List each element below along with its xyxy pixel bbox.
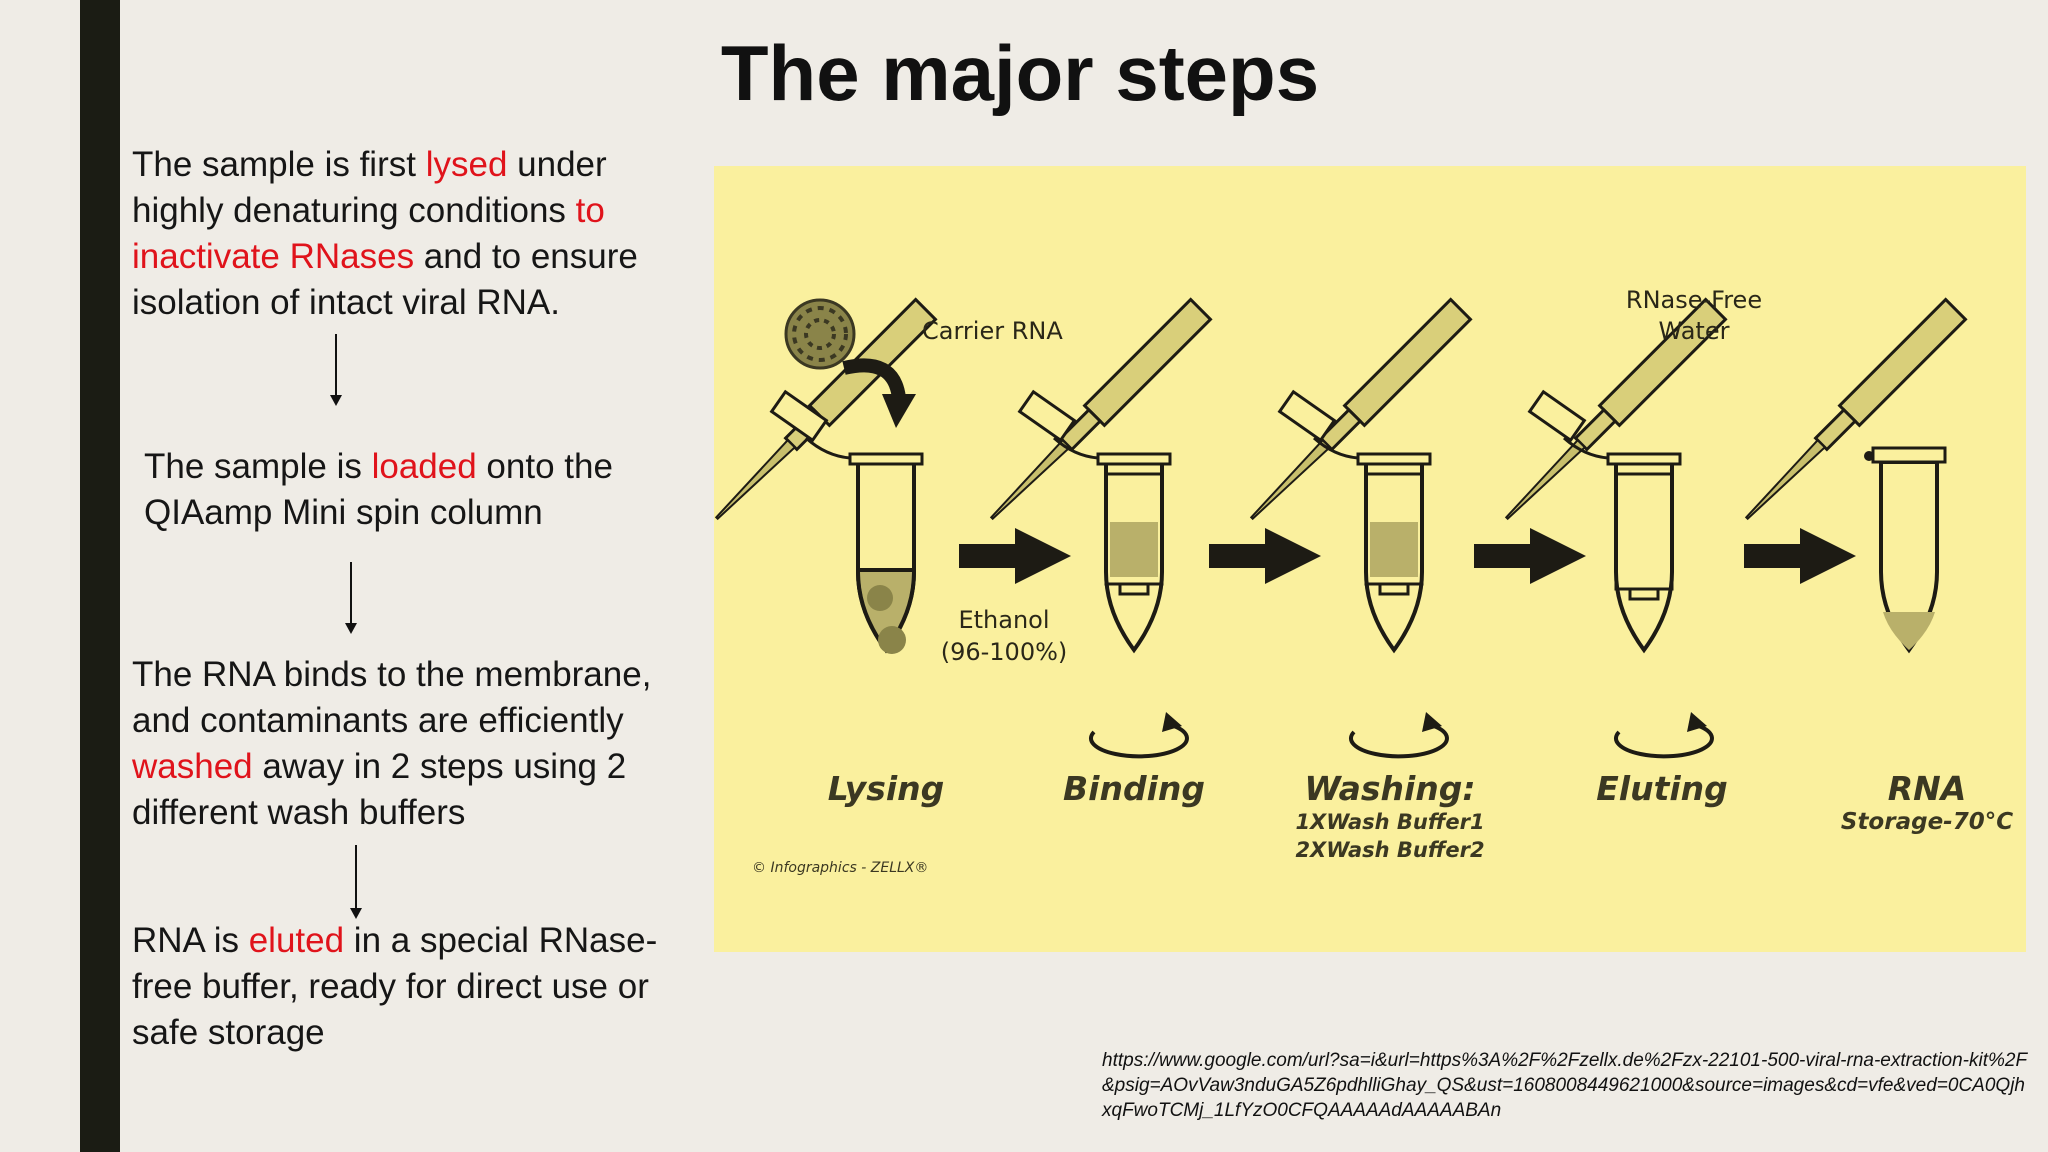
step-3-text: The RNA binds to the membrane, and conta… [132,652,692,836]
rna-extraction-infographic: Carrier RNA RNase-Free Water Ethanol (96… [705,166,2026,952]
step-2-text-part: onto the QIAamp Mini spin column [144,447,613,532]
binding-label: Binding [1063,769,1205,808]
water-label: Water [1659,317,1730,345]
step-2-text-part: The sample is [144,447,372,486]
spin-arrow-icon [1348,710,1449,759]
lysing-label: Lysing [828,769,945,808]
down-arrow [330,334,342,406]
storage-tube-icon [1864,446,1947,654]
step-3-keyword: washed [132,747,253,786]
process-arrow-icon [1744,528,1856,584]
step-4-keyword: eluted [248,921,345,960]
down-arrow [350,845,362,919]
rna-label: RNA [1888,769,1967,808]
rnase-free-label: RNase-Free [1626,286,1762,314]
washing-label: Washing: [1304,769,1475,808]
storage-label: Storage-70°C [1841,809,2013,835]
step-3-text-part: The RNA binds to the membrane, and conta… [132,655,652,740]
step-4-text: RNA is eluted in a special RNase-free bu… [132,918,692,1056]
step-1-text: The sample is first lysed under highly d… [132,142,692,326]
process-arrow-icon [1474,528,1586,584]
step-2-keyword: loaded [371,447,477,486]
step-4-text-part: in a special RNase-free buffer, ready fo… [132,921,658,1052]
wash-buffer-1-label: 1XWash Buffer1 [1295,810,1484,834]
eluting-tube-icon [1527,389,1682,652]
down-arrow [345,562,357,634]
pipette-icon [1240,298,1472,530]
infographic-credit: © Infographics - ZELLX® [752,860,928,876]
step-1-text-part: under highly denaturing conditions [132,145,607,230]
ethanol-percent-label: (96-100%) [941,638,1068,666]
step-4-text-part: RNA is [132,921,249,960]
curved-arrow-icon [842,358,916,428]
wash-buffer-2-label: 2XWash Buffer2 [1295,838,1484,862]
carrier-rna-label: Carrier RNA [922,317,1063,345]
source-link[interactable]: https://www.google.com/url?sa=i&url=http… [1102,1050,2028,1121]
spin-arrow-icon [1613,710,1714,759]
pipette-icon [1735,298,1967,530]
process-arrow-icon [1209,528,1321,584]
lysing-tube-icon [769,389,924,654]
step-1-text-part: The sample is first [132,145,426,184]
infographic-svg: Carrier RNA RNase-Free Water Ethanol (96… [705,286,2013,876]
slide-title: The major steps [720,29,1320,117]
slide-accent-bar [80,0,120,1152]
spin-arrow-icon [1088,710,1189,759]
eluting-label: Eluting [1596,769,1728,808]
step-1-keyword: lysed [425,145,508,184]
process-arrow-icon [959,528,1071,584]
step-1-keyword: to inactivate RNases [132,191,605,276]
step-3-text-part: away in 2 steps using 2 different wash b… [132,747,627,832]
virus-icon [784,298,856,370]
washing-tube-icon [1277,389,1432,652]
step-2-text: The sample is loaded onto the QIAamp Min… [144,444,664,536]
ethanol-label: Ethanol [958,606,1049,634]
step-1-text-part: and to ensure isolation of intact viral … [132,237,638,322]
